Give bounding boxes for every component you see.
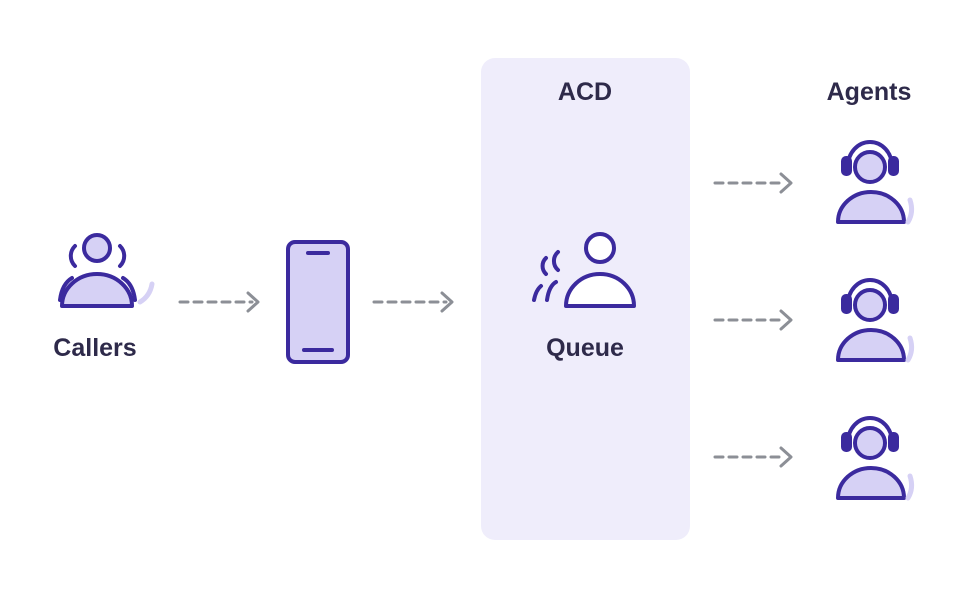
agent-icon-3 [836, 416, 915, 501]
queue-icon [532, 232, 636, 308]
callers-label: Callers [53, 334, 137, 362]
agent-row-3 [713, 416, 915, 501]
arrow-callers-to-phone [178, 291, 260, 313]
arrow-queue-to-agent-3 [713, 446, 793, 468]
agent-row-2 [713, 278, 915, 363]
queue-label: Queue [546, 334, 624, 362]
arrow-queue-to-agent-2 [713, 309, 793, 331]
agent-row-1 [713, 140, 915, 225]
arrow-phone-to-queue [372, 291, 454, 313]
callers-icon [58, 233, 155, 308]
agents-label: Agents [826, 78, 912, 106]
arrow-queue-to-agent-1 [713, 172, 793, 194]
agent-icon-2 [836, 278, 915, 363]
acd-label: ACD [557, 78, 613, 106]
agent-icon-1 [836, 140, 915, 225]
smartphone-icon [286, 240, 350, 364]
